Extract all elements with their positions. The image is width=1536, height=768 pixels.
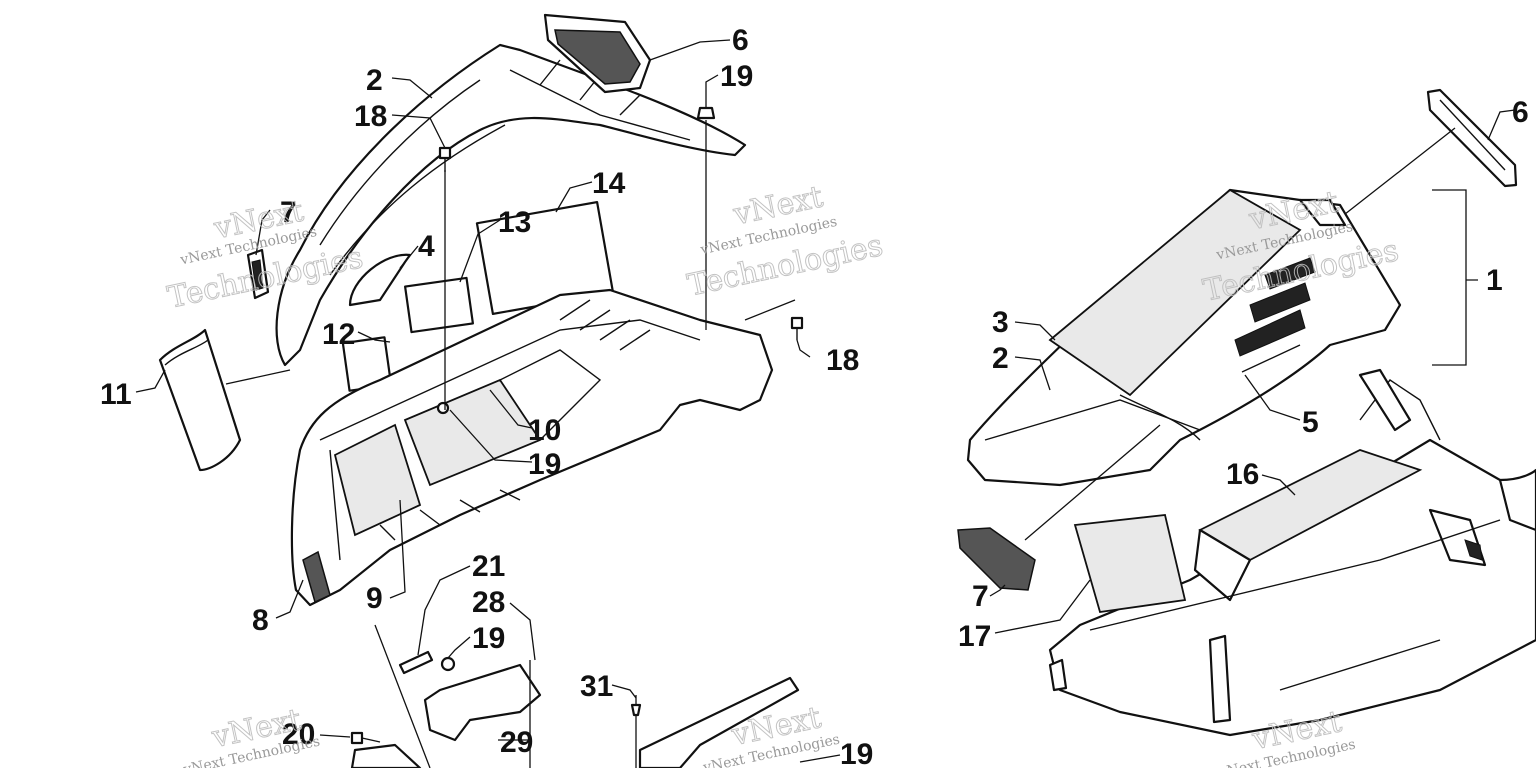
lower-hood-window-9: [333, 423, 422, 537]
right-seat-panel-3: [1048, 188, 1302, 397]
callout-10: 10: [528, 414, 561, 447]
bracket-28: [423, 663, 542, 742]
assembly-bracket-1: [1432, 189, 1478, 366]
callout-19-mid: 19: [528, 448, 561, 481]
callout-4: 4: [418, 230, 435, 263]
callout-5: 5: [1302, 406, 1319, 439]
right-top-vent: [1426, 88, 1518, 188]
callout-19-bottom: 19: [840, 738, 873, 768]
fastener-18-right: [790, 316, 804, 340]
callout-8: 8: [252, 604, 269, 637]
callout-12: 12: [322, 318, 355, 351]
callout-14: 14: [592, 167, 626, 200]
callout-16: 16: [1226, 458, 1259, 491]
left-leaders: [135, 39, 841, 763]
callout-1: 1: [1486, 264, 1503, 297]
callout-11: 11: [100, 378, 132, 411]
callout-29: 29: [500, 726, 533, 759]
callout-7: 7: [280, 196, 297, 229]
lower-hood-body: [290, 288, 774, 607]
callout-31: 31: [580, 670, 613, 703]
callout-28: 28: [472, 586, 505, 619]
callout-6-right: 6: [1512, 96, 1529, 129]
decal-13: [404, 276, 474, 334]
callout-7-right: 7: [972, 580, 989, 613]
left-callouts: 2 18 6 19 7 4 13 14 12 11 10 19 8 9 21 2…: [100, 24, 873, 768]
upper-hood-shell: [275, 43, 747, 367]
callout-20: 20: [282, 718, 315, 751]
callout-19-lower: 19: [472, 622, 505, 655]
callout-18: 18: [354, 100, 387, 133]
lower-hood-grille-8: [302, 550, 331, 604]
bolt-20: [350, 731, 364, 745]
right-side-vent-7: [957, 527, 1036, 591]
bracket-29: [350, 743, 422, 768]
callout-17: 17: [958, 620, 991, 653]
callout-21: 21: [472, 550, 505, 583]
callout-13: 13: [498, 206, 531, 239]
callout-19: 19: [720, 60, 753, 93]
nut-19-lower: [440, 656, 456, 672]
fastener-19-mid: [436, 401, 450, 415]
side-decal-5: [1234, 257, 1316, 373]
foam-pad-17: [1073, 514, 1187, 614]
bracket-21: [398, 650, 434, 675]
right-leaders: [989, 109, 1516, 634]
callout-9: 9: [366, 582, 383, 615]
callout-3: 3: [992, 306, 1009, 339]
right-hood-assembly: [957, 88, 1536, 737]
callout-18-right: 18: [826, 344, 859, 377]
left-hood-assembly: [158, 13, 804, 768]
support-rail-31: [638, 676, 800, 768]
callout-2: 2: [366, 64, 383, 97]
headlight-lens-11: [158, 328, 242, 472]
callout-2-right: 2: [992, 342, 1009, 375]
right-callouts: 6 1 3 2 5 16 7 17: [958, 96, 1529, 653]
callout-6: 6: [732, 24, 749, 57]
fastener-19-top: [696, 106, 716, 120]
